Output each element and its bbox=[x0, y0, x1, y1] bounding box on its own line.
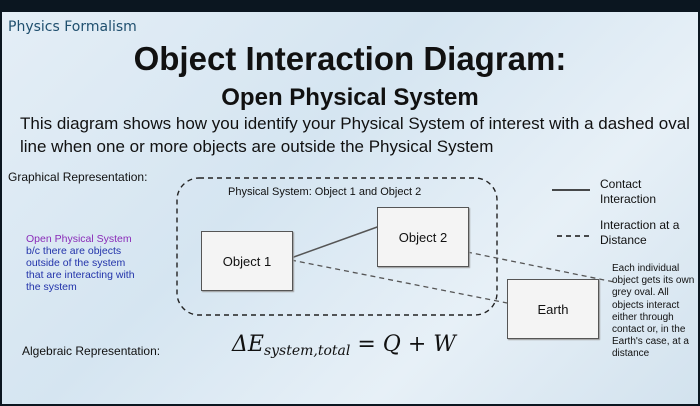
equation-lhs: ΔE bbox=[232, 332, 264, 357]
description-text: This diagram shows how you identify your… bbox=[20, 114, 690, 156]
contact-line bbox=[290, 225, 381, 259]
object-1-label: Object 1 bbox=[222, 253, 272, 269]
open-system-note-text: b/c there are objects outside of the sys… bbox=[26, 245, 135, 293]
graphical-representation-label: Graphical Representation: bbox=[8, 170, 148, 184]
earth-label: Earth bbox=[537, 301, 569, 317]
page-subtitle: Open Physical System bbox=[221, 84, 479, 111]
page-title: Object Interaction Diagram: bbox=[133, 40, 567, 77]
open-system-highlight: Open Physical System bbox=[26, 233, 132, 245]
earth-box: Earth bbox=[507, 279, 599, 339]
system-label: Physical System: Object 1 and Object 2 bbox=[228, 186, 422, 198]
distance-line-object1-earth bbox=[290, 259, 508, 304]
legend-distance-text: Interaction at a Distance bbox=[600, 218, 680, 247]
energy-equation: ΔEsystem,total = Q + W bbox=[232, 332, 456, 359]
distance-line-object2-earth bbox=[466, 251, 615, 283]
object-2-box: Object 2 bbox=[377, 207, 469, 267]
legend-contact-text: Contact Interaction bbox=[600, 177, 657, 206]
object-1-box: Object 1 bbox=[201, 231, 293, 291]
equation-rhs: = Q + W bbox=[350, 332, 456, 357]
grey-oval-note: Each individual object gets its own grey… bbox=[612, 263, 695, 360]
open-system-note: Open Physical System b/c there are objec… bbox=[26, 233, 136, 293]
system-boundary bbox=[176, 177, 498, 316]
course-label: Physics Formalism bbox=[8, 19, 137, 35]
equation-subscript: system,total bbox=[263, 343, 351, 359]
object-2-label: Object 2 bbox=[398, 229, 448, 245]
algebraic-representation-label: Algebraic Representation: bbox=[22, 344, 161, 358]
